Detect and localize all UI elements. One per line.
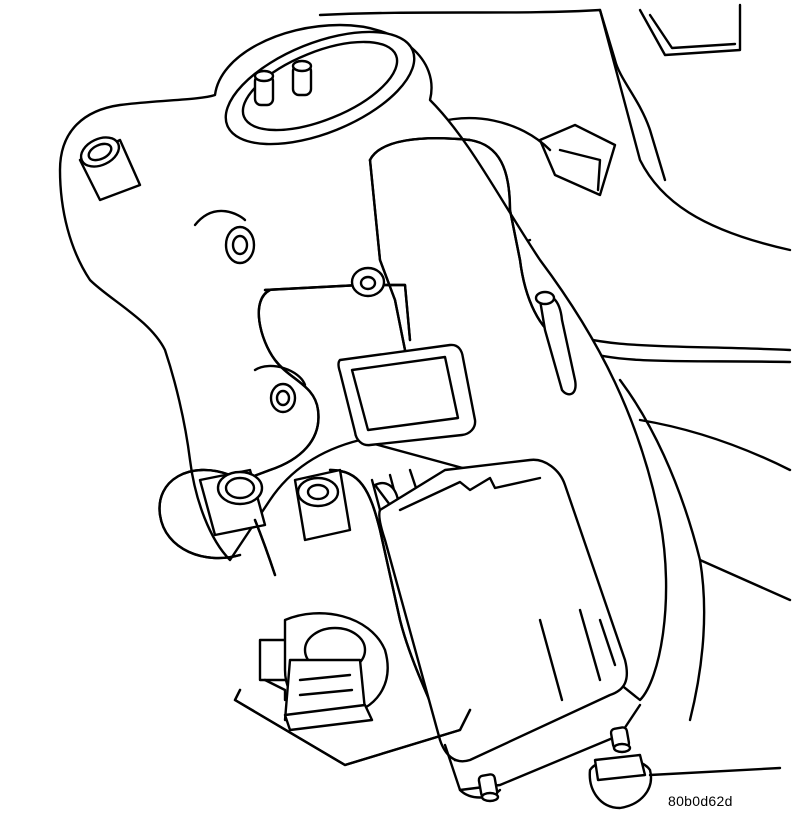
purge-valve xyxy=(293,468,422,542)
bottom-fitting xyxy=(588,753,782,810)
figure-reference-code: 80b0d62d xyxy=(668,793,733,809)
solenoid-connector xyxy=(337,343,477,447)
mounting-bracket xyxy=(263,137,577,396)
hose-clamp xyxy=(233,612,472,767)
canister xyxy=(378,458,642,803)
